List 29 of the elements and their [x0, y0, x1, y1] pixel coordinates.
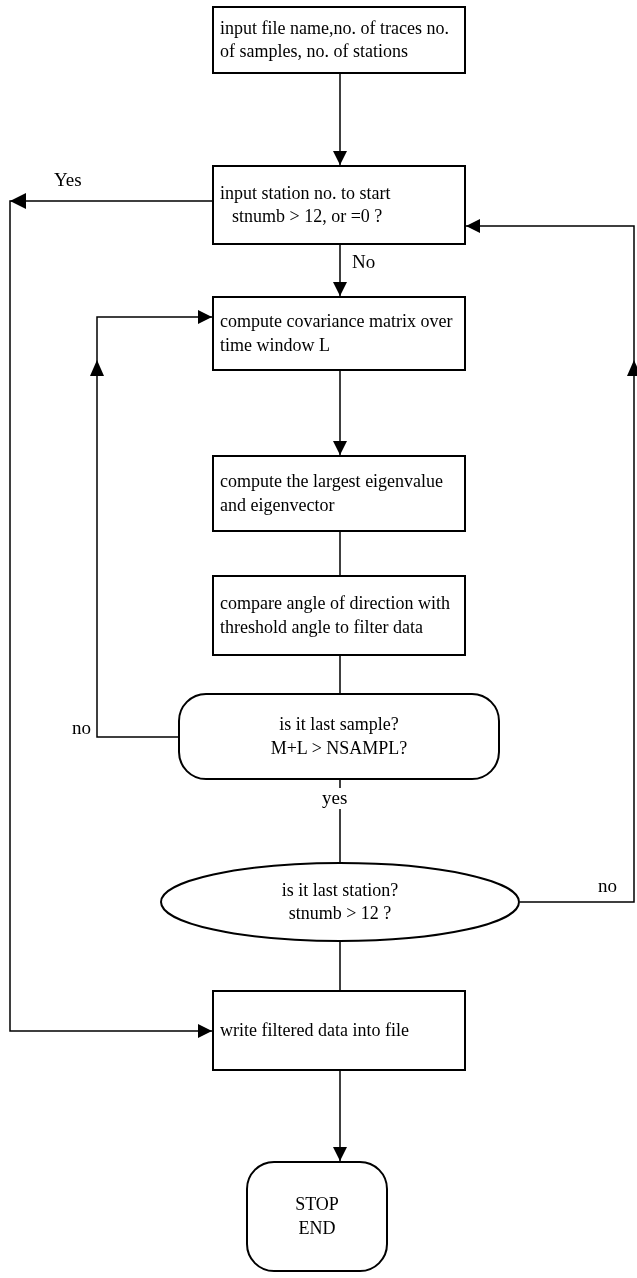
arrow — [9, 200, 213, 1038]
node-text: is it last sample? — [279, 713, 399, 737]
terminal-box — [246, 1161, 388, 1272]
process-box — [212, 990, 466, 1071]
process-box — [212, 6, 466, 74]
edge-label: yes — [320, 788, 350, 809]
decision-box — [178, 693, 500, 780]
node-text: is it last station? — [281, 878, 399, 902]
arrow — [96, 310, 213, 738]
arrow — [465, 219, 635, 903]
process-box — [212, 455, 466, 532]
arrow — [333, 244, 347, 297]
node-text: STOP END — [294, 1193, 340, 1240]
node-text: input file name,no. of traces no. of samples, no. of stations — [220, 16, 450, 63]
node-text: stnumb > 12, or =0 ? — [231, 205, 384, 228]
node-text: stnumb > 12 ? — [288, 902, 392, 925]
decision-ellipse — [160, 862, 520, 942]
process-box — [212, 165, 466, 245]
arrow — [333, 1070, 347, 1162]
node-text: compute the largest eigenvalue and eigenvector — [220, 470, 445, 517]
node-text: compare angle of direction with threshold angle to filter data — [220, 592, 451, 639]
node-text: write filtered data into file — [220, 1018, 410, 1042]
node-text: M+L > NSAMPL? — [270, 736, 408, 760]
node-text: compute covariance matrix over time window L — [220, 310, 454, 357]
node-text: input station no. to start — [220, 181, 392, 205]
arrow — [333, 370, 347, 456]
arrow — [333, 73, 347, 166]
process-box — [212, 296, 466, 371]
process-box — [212, 575, 466, 656]
